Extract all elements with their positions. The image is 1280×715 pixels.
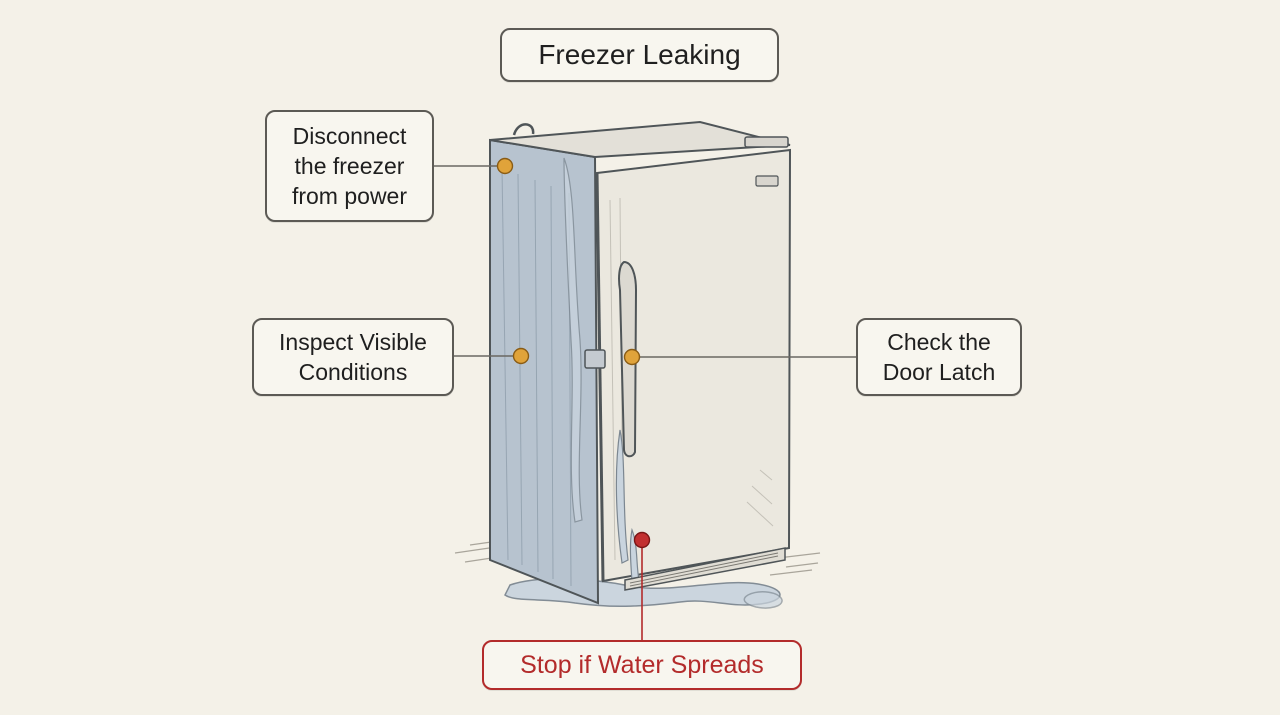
callout-disconnect-power-line-1: Disconnect <box>292 123 407 149</box>
callout-disconnect-power-line-2: the freezer <box>294 153 405 179</box>
callout-inspect-conditions-line-1: Inspect Visible <box>279 329 427 355</box>
callout-markers <box>496 157 651 549</box>
brand-plate <box>755 175 779 187</box>
marker-power <box>496 157 514 175</box>
callout-check-door-latch-line-2: Door Latch <box>882 359 996 385</box>
freezer-body <box>489 120 792 605</box>
callout-check-door-latch-line-1: Check the <box>887 329 991 355</box>
callout-stop-water-spreads: Stop if Water Spreads <box>482 640 802 690</box>
top-loop-icon <box>512 123 535 136</box>
marker-inspect <box>512 347 530 365</box>
freezer-top <box>489 120 791 159</box>
callout-check-door-latch: Check the Door Latch <box>856 318 1022 396</box>
callout-stop-water-spreads-text: Stop if Water Spreads <box>520 651 764 679</box>
marker-stop <box>633 531 651 549</box>
door-latch-icon <box>584 349 606 369</box>
callout-disconnect-power-line-3: from power <box>291 183 408 209</box>
callout-inspect-conditions-line-2: Conditions <box>298 359 408 385</box>
callout-disconnect-power: Disconnect the freezer from power <box>265 110 434 222</box>
bottom-grill <box>624 547 786 591</box>
callout-connectors <box>434 165 856 358</box>
marker-latch <box>623 348 641 366</box>
callout-inspect-conditions: Inspect Visible Conditions <box>252 318 454 396</box>
diagram-title: Freezer Leaking <box>500 28 779 82</box>
freezer-side-panel <box>489 138 600 605</box>
diagram-title-text: Freezer Leaking <box>538 39 741 70</box>
